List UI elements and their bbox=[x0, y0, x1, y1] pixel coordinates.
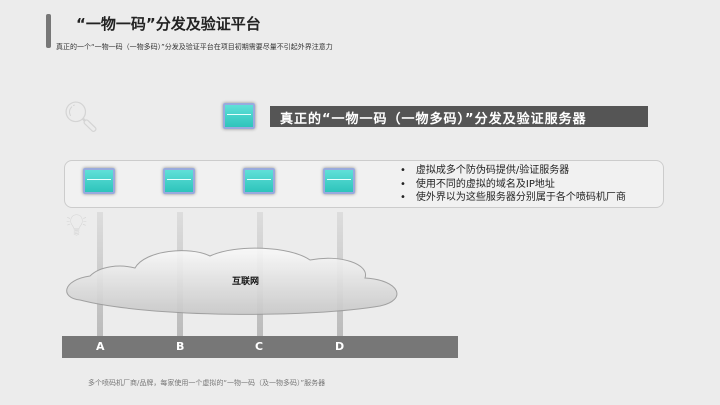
virtual-server-icon bbox=[243, 168, 275, 194]
feature-item: 使外界以为这些服务器分别属于各个喷码机厂商 bbox=[400, 191, 626, 205]
main-server-icon bbox=[223, 103, 255, 129]
feature-item: 使用不同的虚拟的域名及IP地址 bbox=[400, 178, 626, 192]
page-subtitle: 真正的一个“一物一码（一物多码）”分发及验证平台在项目初期需要尽量不引起外界注意… bbox=[56, 43, 333, 51]
virtual-server-icon bbox=[83, 168, 115, 194]
main-server-label: 真正的“一物一码（一物多码）”分发及验证服务器 bbox=[270, 106, 648, 127]
vendor-node-b: B bbox=[176, 340, 185, 353]
internet-cloud-icon bbox=[66, 247, 398, 315]
page-title: “一物一码”分发及验证平台 bbox=[76, 15, 261, 33]
magnifier-icon: 🔍︎ bbox=[62, 100, 101, 135]
vendor-node-a: A bbox=[96, 340, 105, 353]
footer-caption: 多个喷码机厂商/品牌，每家使用一个虚拟的“一物一码（及一物多码）”服务器 bbox=[88, 379, 326, 387]
title-accent-bar bbox=[46, 14, 51, 48]
virtual-server-icon bbox=[163, 168, 195, 194]
internet-label: 互联网 bbox=[232, 277, 260, 287]
virtual-server-icon bbox=[323, 168, 355, 194]
vendor-node-c: C bbox=[255, 340, 264, 353]
lightbulb-icon: 💡︎ bbox=[66, 208, 87, 243]
vendor-strip bbox=[62, 336, 458, 358]
vendor-node-d: D bbox=[335, 340, 345, 353]
feature-list: 虚拟成多个防伪码提供/验证服务器 使用不同的虚拟的域名及IP地址 使外界以为这些… bbox=[400, 164, 626, 205]
feature-item: 虚拟成多个防伪码提供/验证服务器 bbox=[400, 164, 626, 178]
